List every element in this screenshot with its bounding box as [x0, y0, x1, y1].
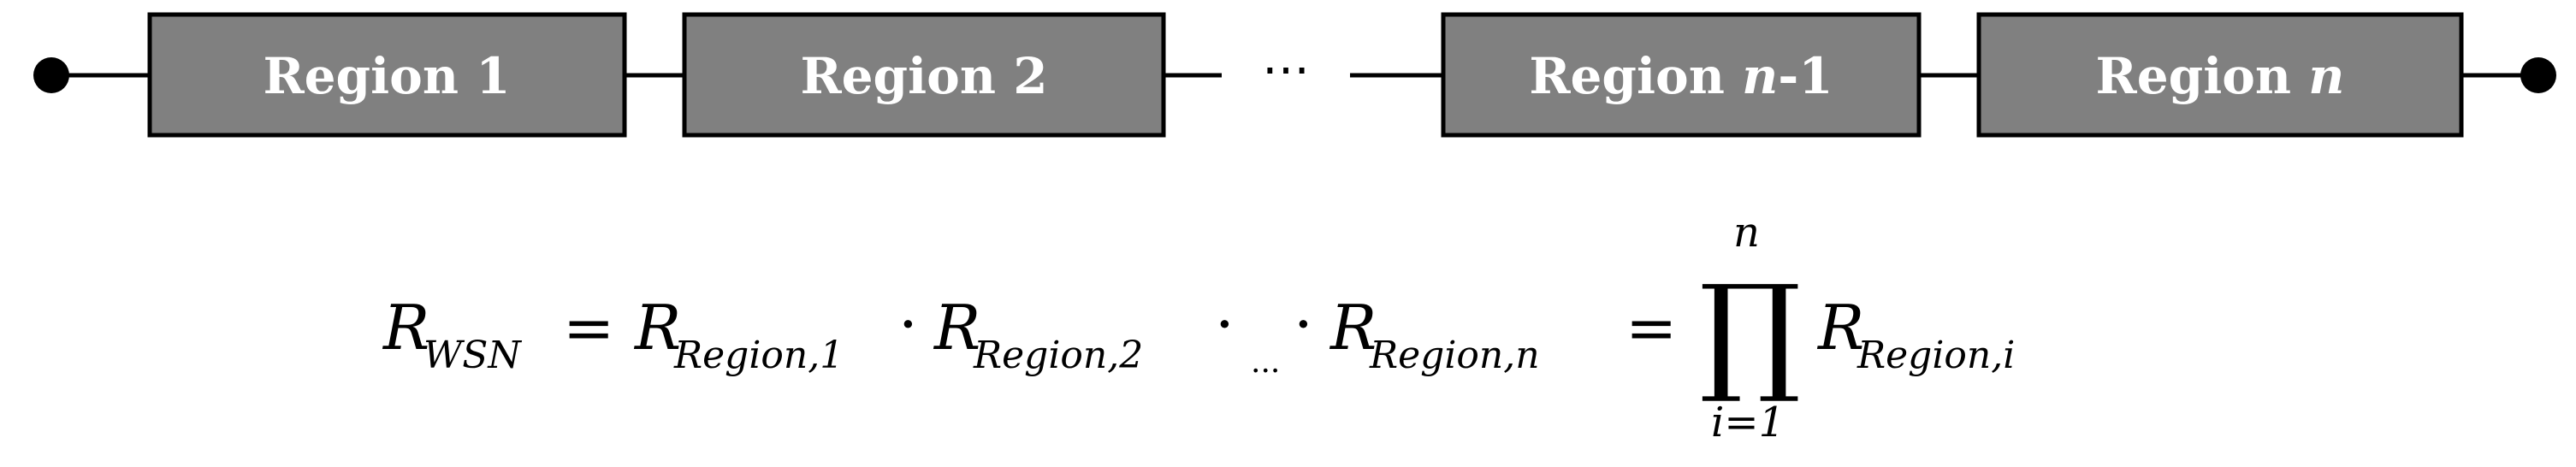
product-upper-limit: n [1733, 209, 1760, 257]
term-1-subscript: Region,1 [673, 334, 844, 377]
region-label: Region 1 [263, 47, 510, 105]
rhs-subscript: Region,i [1856, 334, 2015, 377]
region-block-2: Region 2 [682, 12, 1166, 138]
rhs-symbol: R [1816, 292, 1864, 364]
lhs-symbol: R [382, 292, 429, 364]
region-label: Region 2 [800, 47, 1047, 105]
region-label: Region n-1 [1529, 47, 1833, 105]
lhs-subscript: WSN [423, 334, 522, 377]
equals-sign-2: = [1626, 292, 1677, 364]
equals-sign-1: = [563, 292, 614, 364]
region-label: Region n [2096, 47, 2345, 105]
term-2-symbol: R [933, 292, 980, 364]
end-terminal [2520, 57, 2556, 93]
reliability-equation: R WSN = R Region,1 · R Region,2 · ... · … [382, 209, 2015, 446]
term-2-subscript: Region,2 [973, 334, 1143, 377]
gap-ellipsis: ⋯ [1262, 42, 1310, 98]
region-block-1: Region 1 [147, 12, 627, 138]
product-symbol: ∏ [1699, 258, 1801, 407]
region-block-n: Region n [1976, 12, 2464, 138]
term-n-symbol: R [1329, 292, 1377, 364]
term-n-subscript: Region,n [1369, 334, 1540, 377]
dot-2: · [1215, 288, 1235, 360]
region-block-n-minus-1: Region n-1 [1441, 12, 1922, 138]
start-terminal [33, 57, 69, 93]
dot-1: · [898, 288, 918, 360]
term-1-symbol: R [633, 292, 681, 364]
middle-ellipsis: ... [1251, 345, 1280, 380]
product-lower-limit: i=1 [1711, 399, 1785, 446]
dot-3: · [1294, 288, 1313, 360]
